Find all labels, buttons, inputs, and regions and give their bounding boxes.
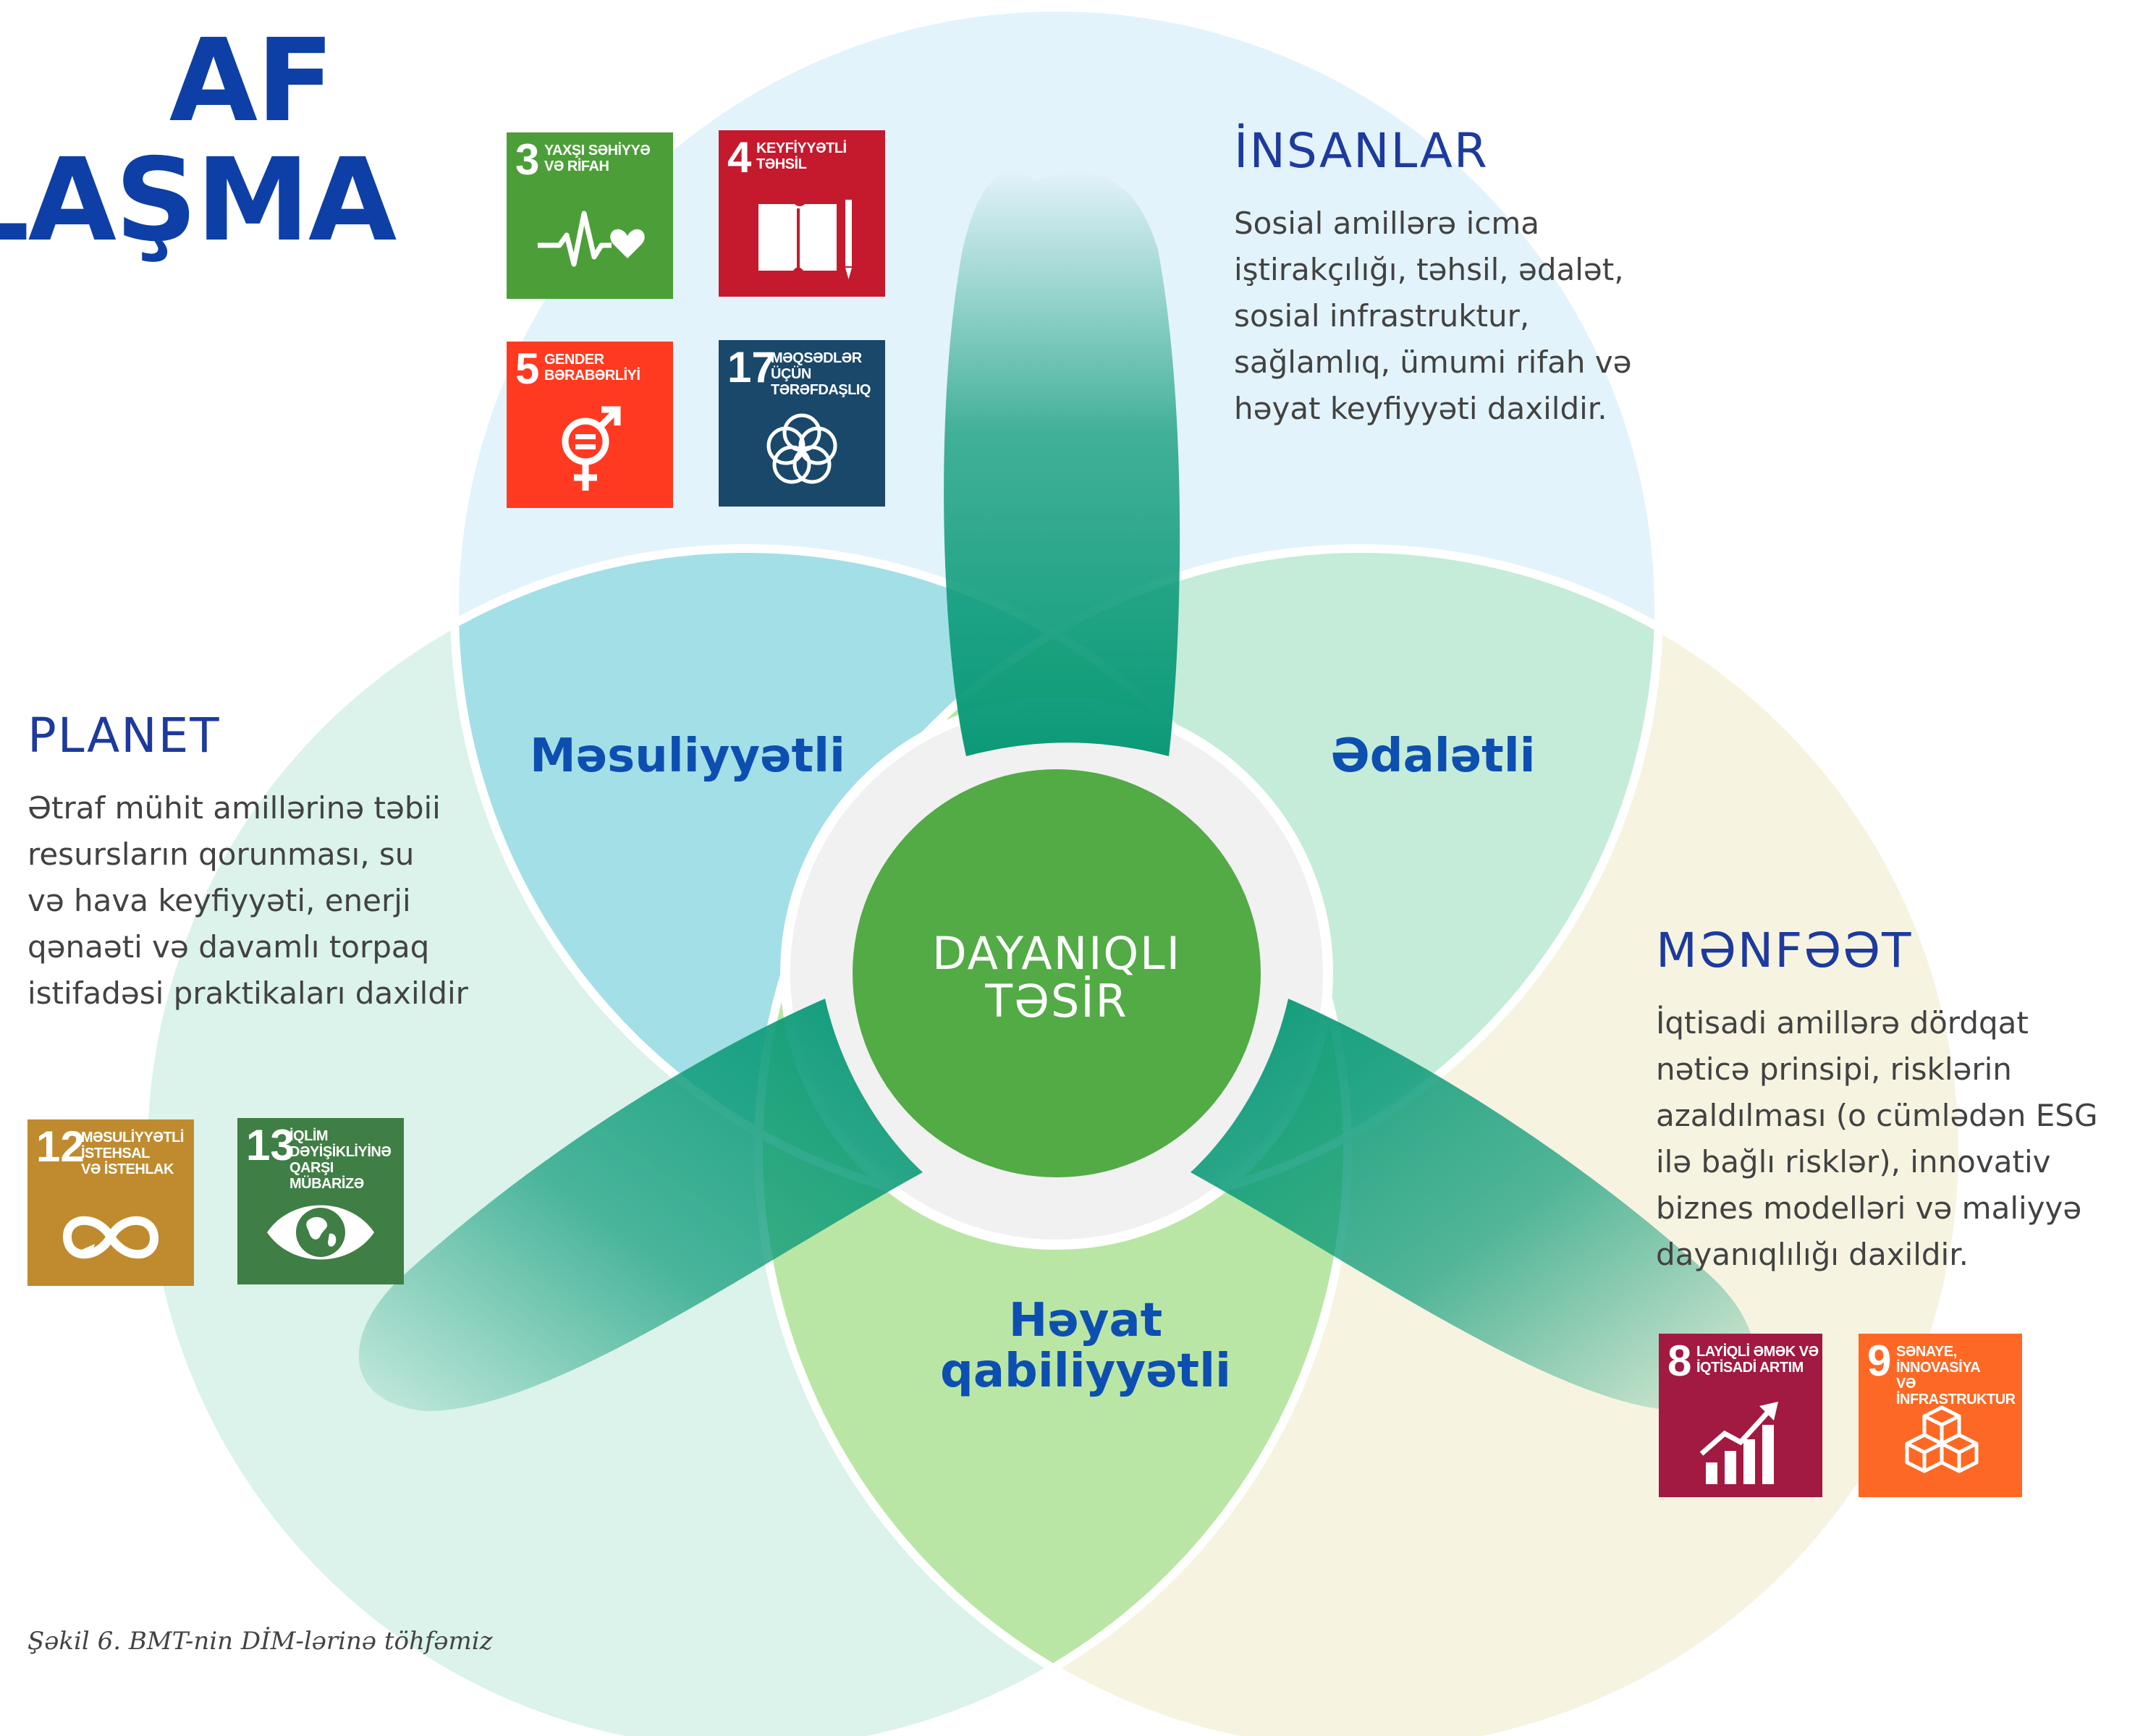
center-label: DAYANIQLI TƏSİR: [931, 927, 1181, 1028]
sdg-title: İQLİM DƏYİŞİKLİYİNƏ QARŞI MÜBARİZƏ: [289, 1128, 392, 1192]
cubes-icon: [1905, 1405, 1979, 1473]
planet-title: PLANET: [28, 708, 221, 763]
sdg-tile-8: 8 LAYİQLİ ƏMƏK VƏ İQTİSADİ ARTIM: [1659, 1334, 1822, 1497]
sdg-tile-9: 9 SƏNAYE, İNNOVASİYA VƏ İNFRASTRUKTUR: [1859, 1334, 2022, 1497]
label-viable: Həyat qabiliyyətli: [940, 1294, 1231, 1398]
sdg-tile-12: 12 MƏSULİYYƏTLİ İSTEHSAL VƏ İSTEHLAK: [28, 1119, 194, 1286]
sdg-title: KEYFİYYƏTLİ TƏHSİL: [756, 140, 847, 172]
heartbeat-icon: [538, 211, 645, 267]
sdg-number: 17: [727, 343, 776, 391]
people-title: İNSANLAR: [1234, 123, 1489, 179]
growth-chart-icon: [1699, 1402, 1778, 1484]
petal-left: [358, 999, 923, 1411]
sdg-number: 9: [1867, 1337, 1892, 1385]
label-fair: Ədalətli: [1330, 729, 1536, 783]
sdg-title: MƏSULİYYƏTLİ İSTEHSAL VƏ İSTEHLAK: [81, 1130, 184, 1177]
profit-title: MƏNFƏƏT: [1656, 923, 1913, 978]
profit-description: İqtisadi amillərə dördqat nəticə prinsip…: [1656, 1005, 2098, 1272]
sdg-title: SƏNAYE, İNNOVASİYA VƏ İNFRASTRUKTUR: [1896, 1344, 2016, 1407]
sdg-tile-13: 13 İQLİM DƏYİŞİKLİYİNƏ QARŞI MÜBARİZƏ: [237, 1118, 404, 1284]
book-pencil-icon: [758, 200, 852, 279]
partnership-rings-icon: [766, 413, 837, 484]
sdg-tile-17: 17 MƏQSƏDLƏR ÜÇÜN TƏRƏFDAŞLIQ: [719, 340, 885, 507]
sdg-tile-4: 4 KEYFİYYƏTLİ TƏHSİL: [719, 130, 885, 297]
center-circle: [853, 769, 1261, 1177]
people-description: Sosial amillərə icma iştirakçılığı, təhs…: [1234, 206, 1632, 426]
sdg-title: MƏQSƏDLƏR ÜÇÜN TƏRƏFDAŞLIQ: [771, 350, 871, 398]
sdg-number: 13: [246, 1121, 295, 1169]
planet-section: PLANET Ətraf mühit amillərinə təbii resu…: [28, 708, 534, 1017]
sdg-number: 8: [1667, 1337, 1692, 1385]
cropped-headline: AF LAŞMA: [0, 14, 397, 267]
figure-caption: Şəkil 6. BMT-nin DİM-lərinə töhfəmiz: [28, 1627, 493, 1656]
profit-section: MƏNFƏƏT İqtisadi amillərə dördqat nəticə…: [1656, 923, 2134, 1278]
planet-description: Ətraf mühit amillərinə təbii resursların…: [28, 790, 468, 1011]
sdg-number: 5: [515, 344, 540, 393]
earth-eye-icon: [267, 1205, 374, 1260]
sdg-number: 4: [727, 133, 752, 182]
sdg-tile-3: 3 YAXŞI SƏHİYYƏ VƏ RİFAH: [507, 132, 673, 299]
petal-right: [1191, 999, 1755, 1411]
sdg-tile-5: 5 GENDER BƏRABƏRLİYİ: [507, 342, 673, 508]
petal-top: [944, 170, 1180, 756]
label-responsible: Məsuliyyətli: [530, 729, 845, 783]
sdg-title: YAXŞI SƏHİYYƏ VƏ RİFAH: [544, 143, 651, 174]
sdg-title: LAYİQLİ ƏMƏK VƏ İQTİSADİ ARTIM: [1696, 1344, 1819, 1376]
people-section: İNSANLAR Sosial amillərə icma iştirakçıl…: [1234, 123, 1741, 432]
sdg-title: GENDER BƏRABƏRLİYİ: [544, 352, 640, 384]
infinity-icon: [63, 1216, 159, 1259]
gender-equality-icon: [562, 406, 621, 491]
sdg-number: 3: [515, 135, 540, 184]
sdg-number: 12: [36, 1122, 85, 1171]
